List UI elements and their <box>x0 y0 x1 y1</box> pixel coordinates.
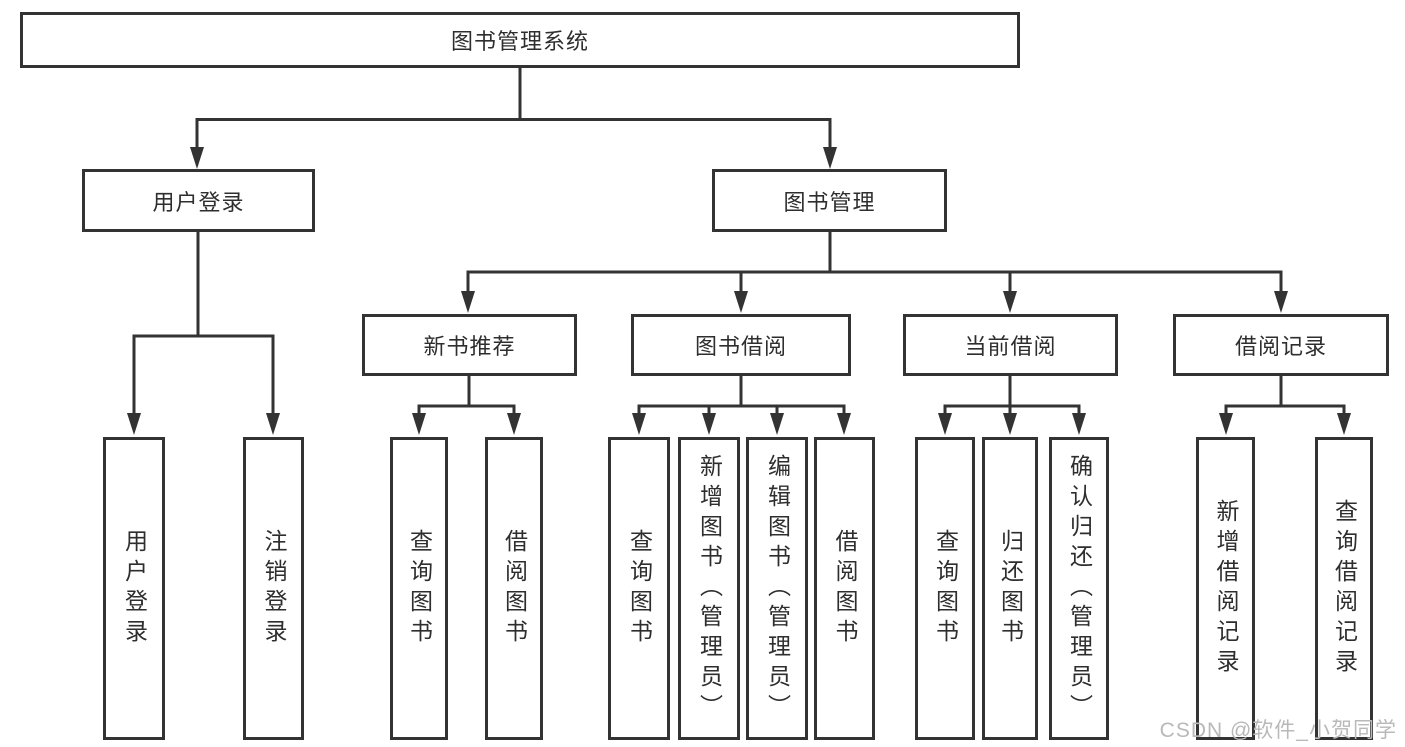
leaf-return-books: 归还图书 <box>982 437 1038 740</box>
node-book-management-system: 图书管理系统 <box>20 12 1020 68</box>
leaf-borrow-books-recommend: 借阅图书 <box>485 437 543 740</box>
leaf-add-books-admin: 新增图书（管理员） <box>678 437 740 740</box>
leaf-edit-books-admin: 编辑图书（管理员） <box>746 437 808 740</box>
leaf-confirm-return-admin: 确认归还（管理员） <box>1049 437 1109 740</box>
leaf-query-borrow-record: 查询借阅记录 <box>1315 437 1373 740</box>
arrowheads-new-books-leaves <box>412 413 521 435</box>
connector-borrow-records-to-leaves <box>1224 375 1346 417</box>
arrowheads-book-borrow-leaves <box>632 413 851 435</box>
leaf-query-books-recommend: 查询图书 <box>390 437 448 740</box>
node-user-login: 用户登录 <box>82 169 315 232</box>
leaf-add-borrow-record: 新增借阅记录 <box>1196 437 1255 740</box>
node-current-borrowing: 当前借阅 <box>903 314 1118 376</box>
arrowheads-borrow-records-leaves <box>1219 413 1351 435</box>
node-new-book-recommendation: 新书推荐 <box>362 314 577 376</box>
connector-current-borrow-to-leaves <box>943 375 1081 417</box>
connector-book-mgmt-to-level3 <box>466 231 1283 294</box>
connector-root-to-level2 <box>195 67 832 150</box>
arrowheads-level3 <box>461 291 1288 313</box>
node-borrowing-records: 借阅记录 <box>1173 314 1389 376</box>
csdn-watermark: CSDN @软件_小贺同学 <box>1159 719 1397 742</box>
node-book-borrowing: 图书借阅 <box>631 314 851 376</box>
leaf-query-books-current: 查询图书 <box>915 437 975 740</box>
connector-new-books-to-leaves <box>417 375 516 417</box>
arrowheads-level2 <box>190 147 837 169</box>
leaf-borrow-books: 借阅图书 <box>814 437 875 740</box>
arrowheads-user-login-leaves <box>127 413 280 435</box>
leaf-logout: 注销登录 <box>243 437 304 740</box>
leaf-query-books-borrowing: 查询图书 <box>608 437 670 740</box>
connector-book-borrow-to-leaves <box>637 375 846 417</box>
node-book-management: 图书管理 <box>712 169 947 232</box>
arrowheads-current-borrow-leaves <box>938 413 1086 435</box>
connector-user-login-to-leaves <box>132 231 275 416</box>
leaf-user-login: 用户登录 <box>103 437 165 740</box>
